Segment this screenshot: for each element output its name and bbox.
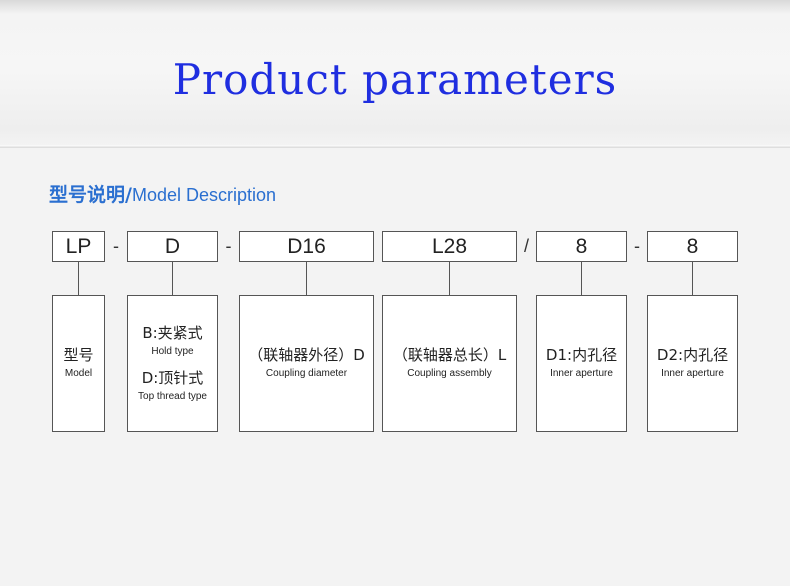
- page-title: Product parameters: [172, 55, 618, 104]
- desc-box-model: 型号 Model: [52, 295, 105, 432]
- desc-d2-en: Inner aperture: [661, 368, 724, 379]
- desc-d1-cn: D1:内孔径: [545, 346, 618, 364]
- desc-length-en: Coupling assembly: [407, 368, 492, 379]
- desc-type-hold: B:夹紧式 Hold type: [142, 324, 202, 359]
- section-heading-cn: 型号说明: [49, 184, 126, 206]
- connector-line: [306, 262, 307, 295]
- desc-model-cn: 型号: [63, 346, 94, 364]
- code-box-type: D: [127, 231, 218, 262]
- section-heading-separator: /: [125, 184, 132, 206]
- connector-line: [172, 262, 173, 295]
- code-box-d1: 8: [536, 231, 627, 262]
- desc-model-en: Model: [64, 368, 93, 379]
- header-banner: Product parameters: [0, 0, 790, 145]
- connector-line: [78, 262, 79, 295]
- desc-type-thread-cn: D:顶针式: [141, 368, 204, 387]
- desc-box-length: （联轴器总长）L Coupling assembly: [382, 295, 517, 432]
- header-divider: [0, 145, 790, 148]
- desc-type-thread: D:顶针式 Top thread type: [138, 369, 207, 404]
- code-box-diameter: D16: [239, 231, 374, 262]
- connector-line: [581, 262, 582, 295]
- separator-slash: /: [523, 236, 529, 256]
- desc-box-d1: D1:内孔径 Inner aperture: [536, 295, 627, 432]
- code-box-length: L28: [382, 231, 517, 262]
- desc-diameter-cn: （联轴器外径）D: [248, 346, 365, 364]
- desc-d2-cn: D2:内孔径: [656, 346, 729, 364]
- desc-box-diameter: （联轴器外径）D Coupling diameter: [239, 295, 374, 432]
- code-box-model: LP: [52, 231, 105, 262]
- connector-line: [692, 262, 693, 295]
- desc-diameter-en: Coupling diameter: [265, 368, 348, 379]
- separator-dash: -: [634, 236, 640, 256]
- desc-d1-en: Inner aperture: [550, 368, 613, 379]
- section-heading-en: Model Description: [131, 185, 277, 205]
- desc-type-hold-en: Hold type: [151, 345, 194, 357]
- connector-line: [449, 262, 450, 295]
- desc-type-thread-en: Top thread type: [138, 390, 207, 402]
- separator-dash: -: [225, 236, 232, 256]
- desc-box-d2: D2:内孔径 Inner aperture: [647, 295, 738, 432]
- code-box-d2: 8: [647, 231, 738, 262]
- desc-type-hold-cn: B:夹紧式: [142, 323, 203, 342]
- section-heading: 型号说明/Model Description: [49, 180, 276, 207]
- desc-length-cn: （联轴器总长）L: [392, 346, 507, 364]
- desc-box-type: B:夹紧式 Hold type D:顶针式 Top thread type: [127, 295, 218, 432]
- separator-dash: -: [113, 236, 119, 256]
